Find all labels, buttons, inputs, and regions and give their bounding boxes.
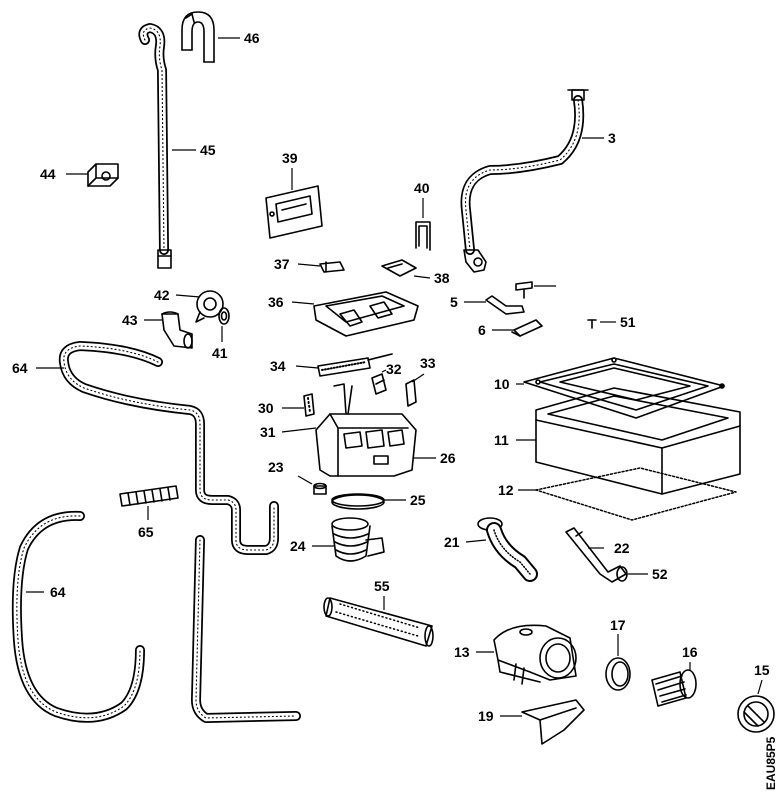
part-21-sump-hose	[477, 517, 538, 582]
label-13: 13	[454, 644, 470, 660]
part-64-upper-hose	[58, 341, 279, 555]
label-46: 46	[244, 30, 260, 46]
label-5: 5	[450, 294, 458, 310]
part-15-filter-cap	[737, 695, 775, 733]
part-64-lower-hose	[11, 510, 145, 723]
label-65: 65	[138, 524, 154, 540]
part-32-clip	[371, 373, 387, 395]
part-37-small-bracket	[319, 261, 345, 273]
label-55: 55	[374, 578, 390, 594]
label-19: 19	[478, 708, 494, 724]
label-12: 12	[498, 482, 514, 498]
label-34: 34	[270, 358, 286, 374]
part-52-elbow-end	[616, 566, 628, 582]
label-30: 30	[258, 400, 274, 416]
part-34-comb-bar	[317, 353, 393, 377]
part-13-drain-pump	[493, 624, 577, 685]
part-6-link-bar	[511, 319, 543, 337]
label-6: 6	[478, 322, 486, 338]
label-42: 42	[154, 287, 170, 303]
label-25: 25	[410, 492, 426, 508]
part-46-hose-guide	[181, 11, 215, 63]
label-10: 10	[494, 376, 510, 392]
label-52: 52	[652, 566, 668, 582]
label-64-lower: 64	[50, 584, 66, 600]
label-43: 43	[122, 312, 138, 328]
part-45-drain-hose	[138, 23, 172, 269]
label-37: 37	[274, 256, 290, 272]
label-31: 31	[260, 424, 276, 440]
part-44-hose-clip	[87, 163, 119, 187]
label-16: 16	[682, 644, 698, 660]
label-32: 32	[386, 361, 402, 377]
part-16-filter	[651, 669, 697, 707]
part-5-lever	[485, 295, 525, 315]
label-39: 39	[282, 150, 298, 166]
part-40-wire-bracket	[415, 221, 431, 251]
drawing-code: EAU85P5	[764, 736, 778, 790]
part-12-gasket	[535, 467, 737, 521]
label-22: 22	[614, 540, 630, 556]
part-straight-hose	[191, 535, 301, 723]
part-24-bellows	[331, 517, 385, 562]
part-41-washer	[218, 307, 230, 325]
part-23-plug	[313, 482, 327, 495]
label-40: 40	[414, 180, 430, 196]
label-64-upper: 64	[12, 360, 28, 376]
label-26: 26	[440, 450, 456, 466]
part-17-seal-ring	[605, 657, 631, 691]
part-22-pipe	[565, 527, 627, 583]
label-21: 21	[444, 534, 460, 550]
part-43-elbow-fitting	[161, 311, 193, 349]
part-33-clip	[405, 379, 417, 407]
part-65-corrugated-sleeve	[119, 485, 179, 507]
label-36: 36	[268, 294, 284, 310]
part-11-tub	[535, 387, 741, 495]
part-19-cover-plate	[521, 699, 585, 745]
part-30-small-clip	[303, 393, 315, 417]
label-23: 23	[268, 459, 284, 475]
part-26-dispenser-housing	[315, 383, 417, 477]
part-3-inlet-hose	[460, 89, 589, 273]
part-10-tub-cover	[523, 357, 725, 419]
label-41: 41	[212, 345, 228, 361]
part-36-dispenser-lid	[313, 291, 419, 337]
label-24: 24	[290, 538, 306, 554]
label-33: 33	[420, 355, 436, 371]
label-3: 3	[608, 130, 616, 146]
label-45: 45	[200, 142, 216, 158]
label-11: 11	[494, 432, 509, 448]
label-51: 51	[620, 314, 636, 330]
label-15: 15	[754, 662, 770, 678]
part-51-screw	[587, 319, 597, 329]
part-25-hose-clamp	[331, 493, 385, 510]
label-17: 17	[610, 617, 626, 633]
part-39-mounting-plate	[265, 185, 323, 239]
part-38-flap	[381, 259, 417, 277]
label-38: 38	[434, 270, 450, 286]
label-44: 44	[40, 166, 56, 182]
part-42-ring-clamp	[195, 290, 224, 323]
callout-labels: 46 45 44 39 40 3 37 38 42 43 41 36 5 6 5…	[12, 30, 770, 724]
part-screw-top	[515, 281, 533, 299]
part-55-tube	[323, 597, 434, 647]
